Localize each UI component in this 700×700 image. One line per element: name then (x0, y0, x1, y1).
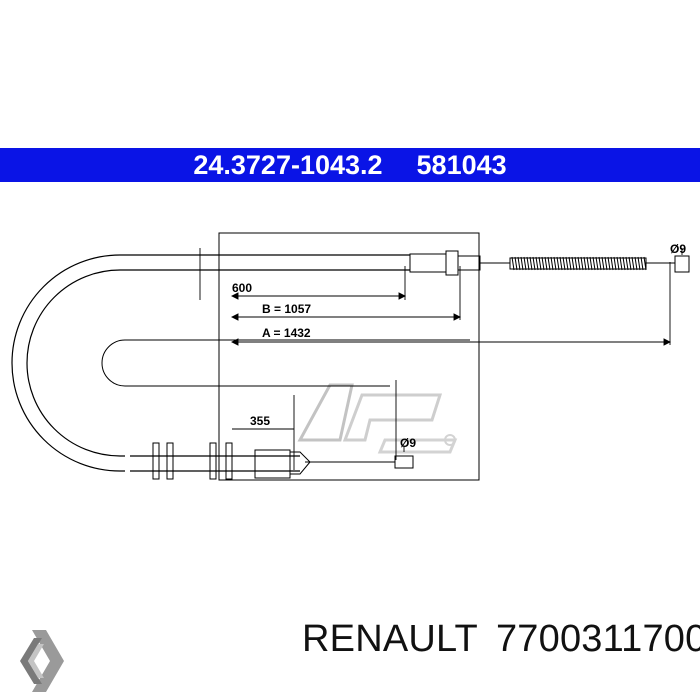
spring-coil (511, 256, 515, 271)
brand-name: RENAULT (302, 618, 478, 660)
spring-coil (613, 256, 617, 271)
cable-sheath (11, 254, 470, 472)
spring-coil (586, 256, 590, 271)
spring-coil (619, 256, 623, 271)
spring-coil (526, 256, 530, 271)
spring-coil (607, 256, 611, 271)
ate-logo-watermark (297, 383, 458, 454)
spring-coil (562, 256, 566, 271)
spring-coil (640, 256, 644, 271)
spring-coil (610, 256, 614, 271)
dim-600-label: 600 (232, 281, 252, 295)
spring-coil (628, 256, 632, 271)
spring-coil (625, 256, 629, 271)
spring-coil (541, 256, 545, 271)
diameter-top-label: Ø9 (670, 242, 686, 256)
drawing-frame (218, 232, 480, 481)
top-spring (511, 256, 647, 271)
spring-coil (589, 256, 593, 271)
spring-coil (532, 256, 536, 271)
spring-coil (592, 256, 596, 271)
spring-coil (601, 256, 605, 271)
top-end-fitting (409, 250, 690, 276)
spring-coil (622, 256, 626, 271)
spring-coil (643, 256, 647, 271)
cable-drawing: 600 B = 1057 A = 1432 355 Ø9 Ø9 (11, 232, 690, 481)
bottom-end-fitting (152, 442, 414, 480)
diameter-bottom-label: Ø9 (400, 436, 416, 450)
spring-coil (553, 256, 557, 271)
part-code: 581043 (416, 149, 507, 180)
spring-coil (637, 256, 641, 271)
renault-diamond-logo (20, 630, 64, 692)
spring-coil (574, 256, 578, 271)
spring-coil (523, 256, 527, 271)
spring-coil (559, 256, 563, 271)
dim-355-label: 355 (250, 414, 270, 428)
spring-coil (598, 256, 602, 271)
spring-coil (544, 256, 548, 271)
title-banner: 24.3727-1043.2 581043 (0, 148, 700, 182)
spring-coil (604, 256, 608, 271)
spring-coil (550, 256, 554, 271)
spring-coil (556, 256, 560, 271)
oem-number: 7700311700 (495, 618, 700, 660)
spring-coil (616, 256, 620, 271)
spring-coil (529, 256, 533, 271)
spring-coil (580, 256, 584, 271)
brand-line: RENAULT 7700311700 (302, 618, 700, 661)
part-number: 24.3727-1043.2 (193, 149, 383, 180)
spring-coil (571, 256, 575, 271)
dim-b-label: B = 1057 (262, 302, 311, 316)
dim-a-label: A = 1432 (262, 326, 311, 340)
spring-coil (517, 256, 521, 271)
spring-coil (565, 256, 569, 271)
spring-coil (547, 256, 551, 271)
spring-coil (583, 256, 587, 271)
spring-coil (538, 256, 542, 271)
spring-coil (535, 256, 539, 271)
spring-coil (577, 256, 581, 271)
spring-coil (634, 256, 638, 271)
spring-coil (568, 256, 572, 271)
dimension-lines (199, 248, 683, 470)
spring-coil (595, 256, 599, 271)
spring-coil (514, 256, 518, 271)
spring-coil (520, 256, 524, 271)
spring-coil (631, 256, 635, 271)
